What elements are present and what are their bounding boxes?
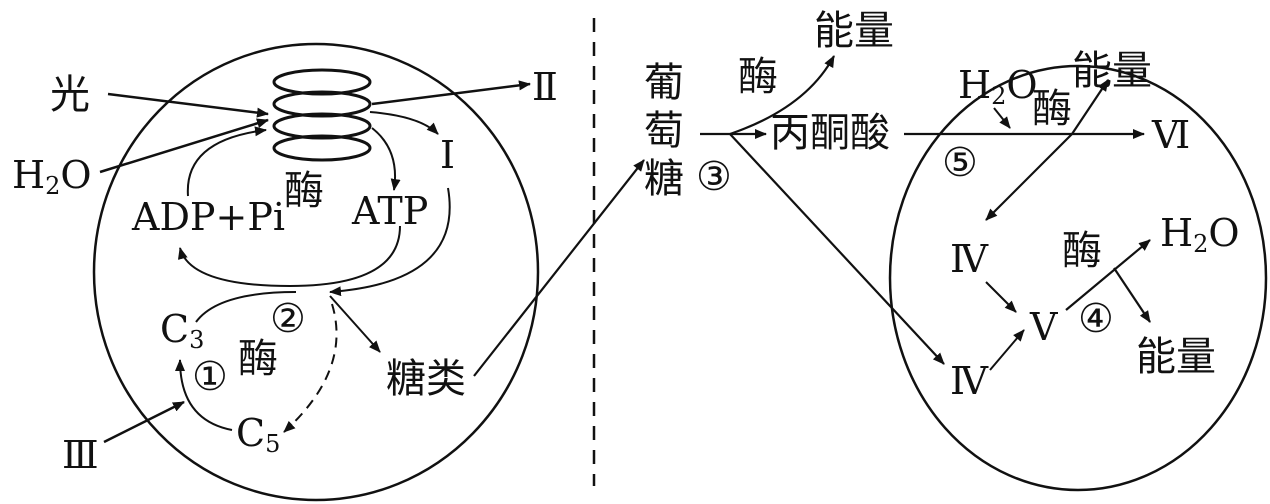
glucose-char-1: 葡 — [644, 60, 684, 106]
nadph-arrow — [369, 111, 439, 135]
water-arrow — [99, 118, 269, 174]
roman-III-label: Ⅲ — [62, 433, 99, 477]
c5-label: C5 — [236, 411, 280, 458]
sugar-to-glucose-arrow — [473, 159, 645, 377]
enzyme-label-left-top: 酶 — [284, 168, 324, 214]
glycolysis-energy-arrow — [729, 55, 835, 136]
oxygen-arrow — [371, 80, 531, 106]
water-label-right: H2O — [958, 63, 1038, 110]
enzyme-label-stage3: 酶 — [1062, 228, 1102, 274]
IV-to-V-arrow-bottom — [989, 329, 1025, 371]
adp-pi-label: ADP+Pi — [131, 195, 285, 239]
c5-regeneration-arrow — [283, 303, 338, 433]
enzyme-label-glycolysis: 酶 — [738, 54, 778, 100]
nadph-to-calvin-arrow — [329, 187, 451, 297]
glucose-char-2: 萄 — [644, 108, 684, 154]
chloroplast-outline — [92, 42, 540, 502]
thylakoid-stack — [272, 68, 372, 162]
V-to-water-arrow — [1065, 239, 1151, 311]
co2-arrow — [103, 400, 185, 444]
energy-label-stage3: 能量 — [1136, 334, 1216, 380]
energy-label-stage2: 能量 — [1072, 48, 1152, 94]
water-in-arrow — [993, 107, 1011, 129]
step-5-marker: ⑤ — [942, 140, 978, 186]
enzyme-label-stage2: 酶 — [1032, 86, 1072, 132]
roman-VI-label: Ⅵ — [1151, 113, 1190, 157]
stage3-energy-arrow — [1113, 267, 1151, 323]
roman-V-label: Ⅴ — [1029, 305, 1058, 349]
light-arrow — [107, 92, 269, 118]
atp-to-adp-cycle — [177, 225, 401, 288]
glucose-char-3: 糖 — [644, 156, 684, 202]
water-out-label: H2O — [1160, 211, 1240, 258]
step-4-marker: ④ — [1078, 296, 1114, 342]
step-3-marker: ③ — [696, 154, 732, 200]
step-1-marker: ① — [192, 354, 228, 400]
roman-IV-label-top: Ⅳ — [950, 237, 989, 281]
sugar-label: 糖类 — [386, 356, 466, 402]
water-label-left: H2O — [12, 153, 92, 200]
adp-return-arrow — [186, 126, 267, 197]
c3-reduction-arc — [195, 291, 297, 323]
c3-label: C3 — [160, 307, 204, 354]
IV-to-V-arrow-top — [985, 281, 1017, 313]
light-label: 光 — [50, 72, 90, 118]
step-2-marker: ② — [270, 296, 306, 342]
roman-II-label: Ⅱ — [532, 65, 558, 109]
enzyme-label-calvin: 酶 — [238, 336, 278, 382]
roman-IV-label-bottom: Ⅳ — [950, 359, 989, 403]
to-IV-top-arrow — [985, 133, 1073, 221]
right-cell-outline — [888, 64, 1268, 492]
energy-label-glycolysis: 能量 — [814, 8, 894, 54]
atp-label: ATP — [351, 189, 428, 233]
pyruvate-label: 丙酮酸 — [770, 110, 890, 156]
sugar-arrow — [329, 295, 381, 353]
stage2-energy-arrow — [1071, 79, 1109, 135]
glucose-to-anaerobic-arrow — [729, 133, 945, 365]
atp-formation-arrow — [371, 127, 401, 191]
c5-to-c3-arrow — [175, 359, 233, 431]
roman-I-label: Ⅰ — [440, 133, 455, 177]
